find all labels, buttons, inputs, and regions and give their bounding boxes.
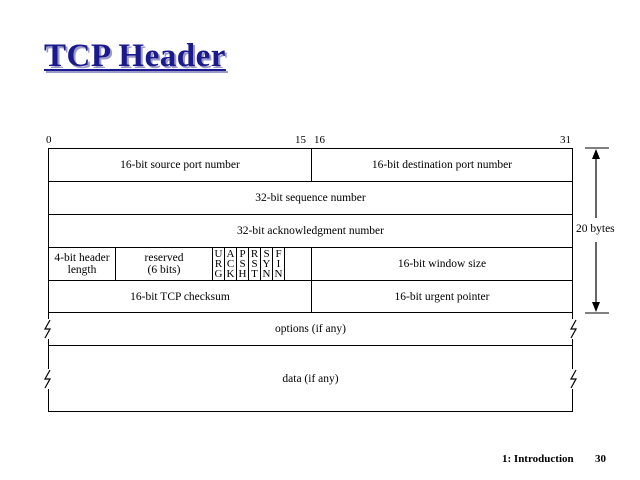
urgent-pointer-field: 16-bit urgent pointer <box>394 291 490 303</box>
flag-urg-letter-3: G <box>214 268 223 280</box>
sequence-row: 32-bit sequence number <box>49 182 572 215</box>
bit-number-31: 31 <box>560 134 571 146</box>
flag-syn-letter-2: Y <box>262 258 271 270</box>
flag-psh-letter-1: P <box>239 248 246 260</box>
reserved-line1: reserved <box>144 252 184 264</box>
flag-ack-letter-3: K <box>226 268 235 280</box>
flag-syn-letter-1: S <box>263 248 270 260</box>
tcp-header-box: 16-bit source port number 16-bit destina… <box>48 148 573 313</box>
flag-rst: R S T <box>249 248 261 280</box>
header-length-line1: 4-bit header <box>54 252 110 264</box>
data-field: data (if any) <box>48 346 573 412</box>
break-mark-right-data <box>569 369 579 389</box>
flag-fin-letter-3: N <box>274 268 283 280</box>
flag-rst-letter-1: R <box>250 248 259 260</box>
flag-fin: F I N <box>273 248 285 280</box>
flag-syn-letter-3: N <box>262 268 271 280</box>
sequence-number-field: 32-bit sequence number <box>255 192 366 204</box>
bit-number-16: 16 <box>314 134 325 146</box>
flag-rst-letter-3: T <box>251 268 258 280</box>
flag-fin-letter-2: I <box>276 258 281 270</box>
slide-title: TCP Header <box>44 38 226 74</box>
flags-spacer <box>285 248 312 280</box>
ack-row: 32-bit acknowledgment number <box>49 215 572 248</box>
header-size-label: 20 bytes <box>576 223 615 235</box>
options-label: options (if any) <box>275 323 346 335</box>
break-mark-left-options <box>43 319 53 339</box>
flag-psh-letter-3: H <box>238 268 247 280</box>
footer-section: 1: Introduction <box>502 453 574 465</box>
data-label: data (if any) <box>282 372 339 385</box>
bit-number-15: 15 <box>295 134 306 146</box>
flag-psh: P S H <box>237 248 249 280</box>
break-mark-right-options <box>569 319 579 339</box>
flag-ack: A C K <box>225 248 237 280</box>
flag-syn: S Y N <box>261 248 273 280</box>
flag-rst-letter-2: S <box>251 258 258 270</box>
reserved-field: reserved (6 bits) <box>116 248 213 280</box>
flags-row: 4-bit header length reserved (6 bits) U … <box>49 248 572 281</box>
reserved-line2: (6 bits) <box>147 264 181 276</box>
header-length-line2: length <box>67 264 97 276</box>
checksum-field: 16-bit TCP checksum <box>49 281 312 313</box>
header-size-arrow <box>585 147 609 314</box>
flag-ack-letter-1: A <box>226 248 235 260</box>
flag-psh-letter-2: S <box>239 258 246 270</box>
ack-number-field: 32-bit acknowledgment number <box>237 225 384 237</box>
ports-row: 16-bit source port number 16-bit destina… <box>49 149 572 182</box>
window-size-field: 16-bit window size <box>397 258 487 270</box>
flag-fin-letter-1: F <box>275 248 282 260</box>
flag-urg-letter-2: R <box>214 258 223 270</box>
footer-page-number: 30 <box>595 453 606 465</box>
options-field: options (if any) <box>48 313 573 346</box>
break-mark-left-data <box>43 369 53 389</box>
flag-urg-letter-1: U <box>214 248 223 260</box>
checksum-row: 16-bit TCP checksum 16-bit urgent pointe… <box>49 281 572 313</box>
flag-ack-letter-2: C <box>226 258 235 270</box>
bit-number-0: 0 <box>46 134 52 146</box>
header-length-field: 4-bit header length <box>49 248 116 280</box>
source-port-field: 16-bit source port number <box>49 149 312 181</box>
destination-port-field: 16-bit destination port number <box>371 159 513 171</box>
flag-urg: U R G <box>213 248 225 280</box>
